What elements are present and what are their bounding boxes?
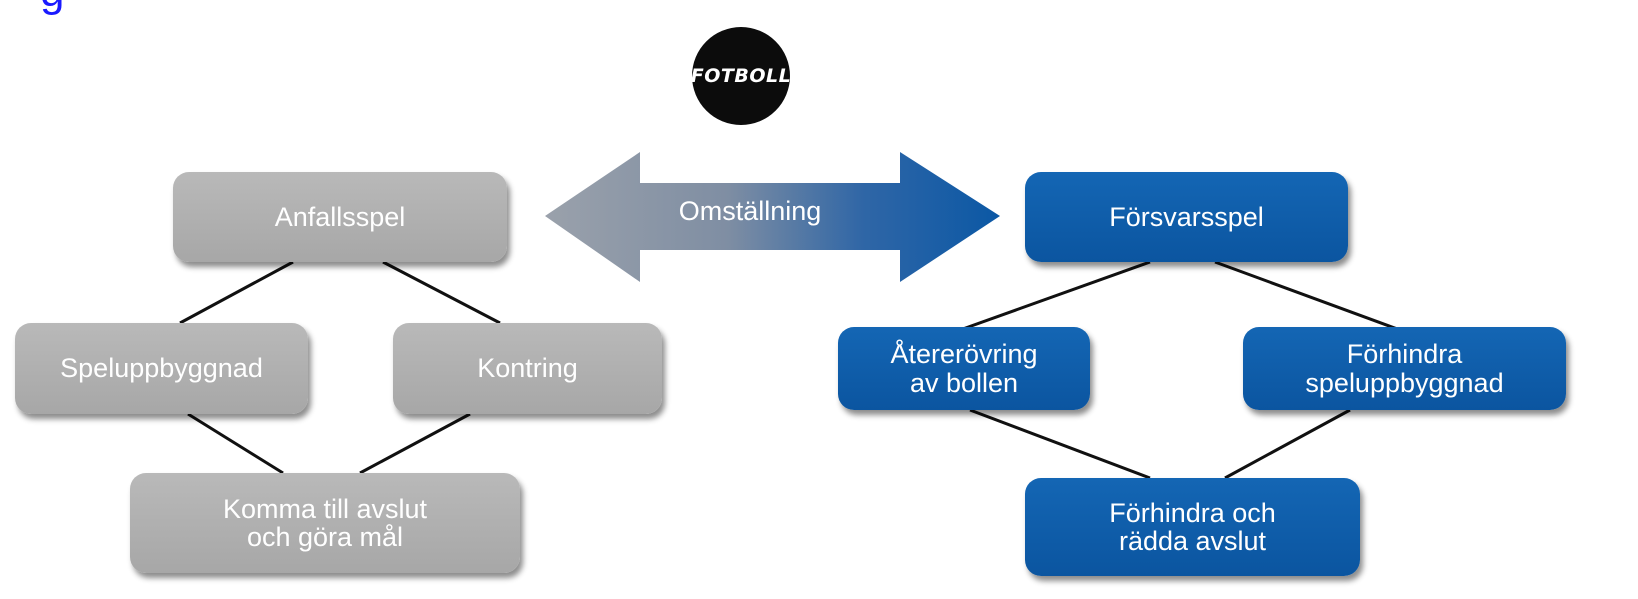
node-attack-left: Speluppbyggnad <box>15 323 308 414</box>
node-defense-top-label: Försvarsspel <box>1109 201 1264 232</box>
node-defense-left: Återerövring av bollen <box>838 327 1090 410</box>
node-defense-right-label: Förhindra speluppbyggnad <box>1305 339 1504 398</box>
node-attack-right-label: Kontring <box>477 353 578 384</box>
line-attack-top-left <box>179 260 294 325</box>
fotboll-logo: FOTBOLL <box>690 27 792 125</box>
arrow-label: Omställning <box>678 196 822 226</box>
line-attack-right-bottom <box>359 412 471 475</box>
line-attack-left-bottom <box>187 412 284 475</box>
line-defense-top-left <box>959 260 1151 332</box>
node-attack-top-label: Anfallsspel <box>274 201 406 232</box>
double-arrow-shape <box>545 152 1000 282</box>
node-attack-bottom: Komma till avslut och göra mål <box>130 473 520 573</box>
node-attack-right: Kontring <box>393 323 662 414</box>
node-defense-bottom-label: Förhindra och rädda avslut <box>1109 497 1276 556</box>
line-defense-top-right <box>1214 260 1401 332</box>
node-defense-bottom: Förhindra och rädda avslut <box>1025 478 1360 576</box>
line-defense-left-bottom <box>969 408 1151 480</box>
node-defense-top: Försvarsspel <box>1025 172 1348 262</box>
node-attack-bottom-label: Komma till avslut och göra mål <box>222 493 428 552</box>
node-defense-right: Förhindra speluppbyggnad <box>1243 327 1566 410</box>
line-defense-right-bottom <box>1224 408 1351 480</box>
logo-label: FOTBOLL <box>690 65 792 87</box>
node-attack-left-label: Speluppbyggnad <box>60 353 263 384</box>
line-attack-top-right <box>382 260 501 325</box>
cropped-heading-fragment: g <box>40 0 64 14</box>
node-defense-left-label: Återerövring av bollen <box>890 339 1038 398</box>
node-attack-top: Anfallsspel <box>173 172 507 262</box>
